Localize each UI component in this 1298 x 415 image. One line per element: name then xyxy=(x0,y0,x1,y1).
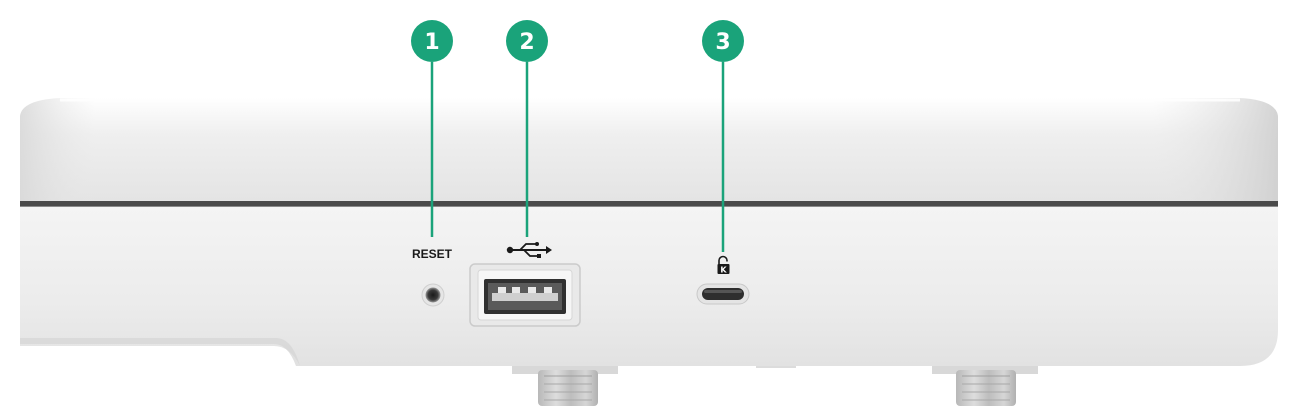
lock-icon: K xyxy=(717,255,730,275)
left-foot xyxy=(512,360,618,406)
callout-number-1: 1 xyxy=(424,30,439,55)
usb-icon xyxy=(506,242,552,258)
right-foot xyxy=(932,360,1038,406)
device-bottom-housing xyxy=(20,205,1278,366)
bottom-step-shadow xyxy=(20,338,300,366)
usb-port[interactable] xyxy=(469,263,581,327)
callout-number-3: 3 xyxy=(715,30,730,55)
reset-label: RESET xyxy=(412,247,453,261)
callout-badge-2: 2 xyxy=(506,20,548,62)
lock-k-letter: K xyxy=(720,266,727,275)
callout-badge-1: 1 xyxy=(411,20,453,62)
housing-seam xyxy=(20,201,1278,206)
callout-lines xyxy=(430,62,725,252)
security-lock-slot[interactable] xyxy=(696,283,750,305)
device-feet xyxy=(512,360,1038,406)
callout-number-2: 2 xyxy=(519,30,534,55)
top-side-shading xyxy=(20,98,1278,202)
callout-badge-3: 3 xyxy=(702,20,744,62)
reset-button[interactable] xyxy=(421,283,445,307)
